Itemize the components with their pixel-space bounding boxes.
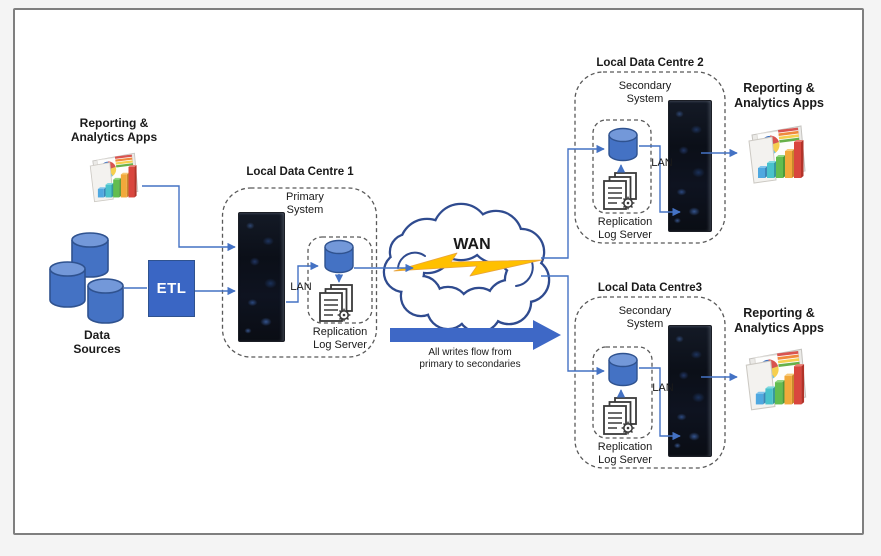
dc2-system-line1: Secondary [618, 80, 672, 92]
dc3-log-line1: Replication [597, 441, 653, 453]
dc2-boundary [574, 71, 726, 244]
dc2-log-line1: Replication [597, 216, 653, 228]
secondary-server-rack-image-dc2 [668, 100, 712, 232]
data-sources-label: Data Sources [37, 328, 157, 356]
apps-icon-dc2 [748, 125, 806, 184]
etl-box: ETL [148, 260, 195, 317]
dc3-log-line2: Log Server [598, 453, 652, 466]
apps-label-left: Reporting & Analytics Apps [34, 116, 194, 144]
writes-flow-arrow [390, 320, 561, 350]
dc1-replication-log-boundary [307, 236, 373, 324]
apps-icon-left [89, 152, 139, 203]
data-sources-line1: Data [83, 328, 110, 342]
dc2-replication-log-boundary [592, 119, 652, 214]
data-sources-line2: Sources [73, 342, 121, 357]
dc1-system-line2: System [286, 203, 324, 216]
dc3-system-line2: System [626, 317, 664, 330]
dc2-log-server-label: Replication Log Server [587, 216, 663, 242]
dc3-system-label: Secondary System [601, 305, 689, 331]
dc1-system-label: Primary System [261, 191, 349, 217]
dc1-log-database-icon [324, 239, 354, 274]
dc2-system-label: Secondary System [601, 80, 689, 106]
connector-lan-dc1 [286, 261, 319, 303]
dc3-log-server-label: Replication Log Server [587, 441, 663, 467]
connector-apps-left-to-primary [142, 185, 236, 252]
dc1-system-line1: Primary [286, 191, 324, 203]
apps-label-dc2: Reporting & Analytics Apps [709, 81, 849, 111]
dc2-log-line2: Log Server [598, 228, 652, 241]
apps-dc2-line1: Reporting & [743, 81, 815, 95]
dc3-system-line1: Secondary [618, 305, 672, 317]
flow-note-line2: primary to secondaries [419, 358, 521, 370]
dc1-log-server-label: Replication Log Server [302, 326, 378, 352]
connector-wan-to-dc3 [541, 275, 605, 376]
dc3-lan-label: LAN [652, 382, 674, 394]
dc1-log-line2: Log Server [313, 338, 367, 351]
lightning-bolt-icon [393, 252, 543, 277]
dc2-log-database-icon [608, 127, 638, 162]
dc2-title: Local Data Centre 2 [596, 57, 704, 69]
dc3-replication-log-boundary [592, 346, 653, 439]
flow-note: All writes flow from primary to secondar… [393, 347, 547, 371]
data-sources-icon [49, 232, 124, 324]
apps-label-dc3: Reporting & Analytics Apps [709, 306, 849, 336]
dc2-system-line2: System [626, 92, 664, 105]
flow-note-line1: All writes flow from [428, 347, 512, 358]
apps-label-left-line2: Analytics Apps [70, 130, 158, 145]
dc1-log-line1: Replication [312, 326, 368, 338]
dc3-title: Local Data Centre3 [597, 282, 703, 294]
apps-dc2-line2: Analytics Apps [734, 95, 824, 110]
dc1-title: Local Data Centre 1 [246, 166, 354, 178]
apps-dc3-line1: Reporting & [743, 306, 815, 320]
etl-label: ETL [156, 280, 187, 297]
apps-dc3-line2: Analytics Apps [734, 320, 824, 335]
connector-lan-dc2 [639, 145, 681, 217]
apps-icon-dc3 [745, 348, 807, 411]
dc1-boundary [221, 187, 378, 358]
dc2-lan-label: LAN [651, 157, 673, 169]
dc3-replication-documents-icon [603, 397, 637, 436]
connector-lan-dc3 [639, 367, 681, 441]
dc3-log-database-icon [608, 352, 638, 387]
dc1-replication-documents-icon [319, 284, 353, 323]
dc2-replication-documents-icon [603, 172, 637, 211]
dc1-lan-label: LAN [290, 281, 312, 293]
dc3-boundary [574, 296, 726, 469]
wan-cloud-icon [382, 202, 551, 334]
connector-lines [124, 144, 738, 441]
wan-label: WAN [453, 236, 491, 253]
primary-server-rack-image [238, 212, 285, 342]
connector-wan-to-dc2 [541, 144, 605, 259]
apps-label-left-line1: Reporting & [79, 116, 149, 130]
